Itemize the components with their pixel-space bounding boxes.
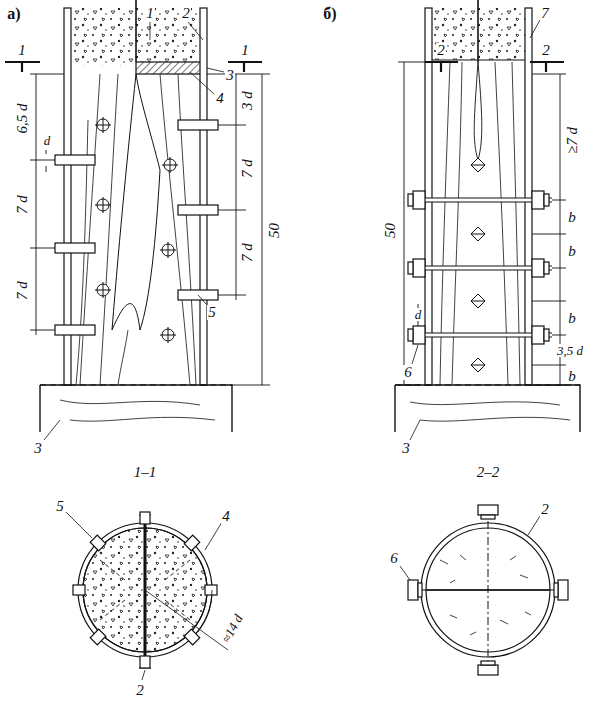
callout-number: 2 bbox=[181, 6, 191, 21]
panel-letter: б) bbox=[322, 6, 337, 22]
dimension: 7 d bbox=[15, 280, 30, 301]
dimension: 6,5 d bbox=[15, 102, 30, 134]
dimension: ≥7 d bbox=[564, 126, 579, 155]
callout-number: 2 bbox=[135, 683, 145, 698]
callout-number: 4 bbox=[221, 509, 231, 524]
dimension: 50 bbox=[383, 222, 398, 239]
section-title: 1–1 bbox=[133, 465, 158, 480]
panel-letter: а) bbox=[6, 6, 21, 22]
callout-number: 3 bbox=[33, 441, 43, 456]
dimension: 7 d bbox=[240, 242, 255, 263]
callout-number: 5 bbox=[55, 499, 65, 514]
dimension: 7 d bbox=[15, 194, 30, 215]
dimension: ≈14 d bbox=[219, 611, 245, 645]
section-mark: 1 bbox=[17, 43, 27, 58]
callout-number: 5 bbox=[207, 305, 217, 320]
dimension: d bbox=[414, 308, 423, 321]
dimension: b bbox=[567, 210, 577, 225]
callout-number: 6 bbox=[389, 551, 399, 566]
callout-number: 1 bbox=[145, 6, 155, 21]
section-mark: 1 bbox=[240, 43, 250, 58]
dimension: 7 d bbox=[240, 158, 255, 179]
dimension: b bbox=[567, 369, 577, 384]
section-mark: 2 bbox=[541, 43, 551, 58]
callout-number: 2 bbox=[540, 502, 550, 517]
section-mark: 2 bbox=[436, 43, 446, 58]
callout-number: 3 bbox=[401, 441, 411, 456]
dimension: d bbox=[43, 134, 52, 147]
callout-number: 7 bbox=[540, 6, 550, 21]
dimension: 3 d bbox=[240, 90, 255, 111]
dimension: 3,5 d bbox=[556, 344, 584, 357]
callout-number: 4 bbox=[215, 91, 225, 106]
dimension: b bbox=[567, 244, 577, 259]
dimension: b bbox=[567, 311, 577, 326]
section-title: 2–2 bbox=[476, 465, 501, 480]
dimension: 50 bbox=[267, 222, 282, 239]
callout-number: 6 bbox=[403, 365, 413, 380]
callout-number: 3 bbox=[225, 68, 235, 83]
